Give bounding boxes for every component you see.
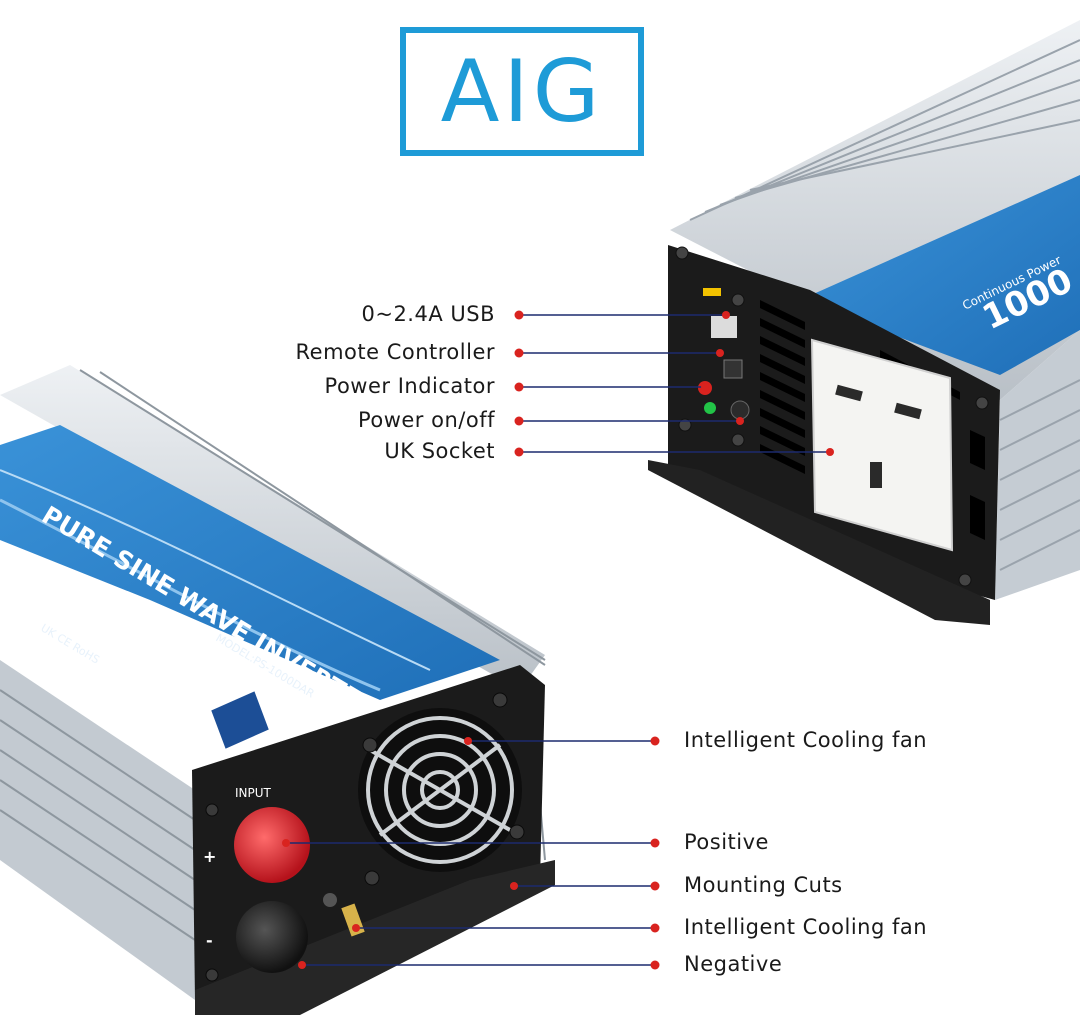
- callout-negative: Negative: [684, 952, 783, 976]
- usb-tag: [703, 288, 721, 296]
- aig-logo: AIG: [400, 27, 644, 156]
- plus-sign: +: [203, 847, 216, 866]
- callout-power: Power on/off: [357, 408, 495, 432]
- front-mounting-foot: [195, 860, 555, 1015]
- negative-terminal: [236, 901, 308, 973]
- socket-pin-right: [894, 402, 922, 420]
- rear-fins: [689, 39, 1080, 571]
- panel-swoosh-2: [0, 469, 431, 671]
- callout-dots: [282, 310, 834, 970]
- callout-positive: Positive: [684, 830, 769, 854]
- callout-usb: 0~2.4A USB: [361, 302, 495, 326]
- front-body-top: [0, 365, 545, 690]
- callout-fan-1: Intelligent Cooling fan: [684, 728, 928, 752]
- positive-terminal: [234, 807, 310, 883]
- callout-socket: UK Socket: [384, 439, 495, 463]
- callout-mounting-cuts: Mounting Cuts: [684, 873, 843, 897]
- panel-shield-badge: [208, 688, 272, 752]
- fan-guard: [366, 716, 514, 864]
- callout-indicator: Power Indicator: [324, 374, 495, 398]
- front-inverter: PURE SINE WAVE INVERTER MODEL:PS-1000DAR…: [0, 365, 555, 1015]
- callout-fan-2: Intelligent Cooling fan: [684, 915, 928, 939]
- logo-text: AIG: [440, 41, 604, 142]
- panel-swoosh: [0, 498, 381, 692]
- front-screws: [205, 692, 525, 982]
- socket-pin-left: [835, 384, 863, 402]
- rear-screws: [675, 246, 989, 587]
- power-switch: [730, 400, 750, 420]
- panel-cert: UK CE RoHS: [38, 621, 101, 666]
- callout-remote: Remote Controller: [295, 340, 495, 364]
- leader-lines: [286, 314, 830, 966]
- remote-jack: [723, 359, 743, 379]
- rear-inverter: Continuous Power 1000: [648, 20, 1080, 625]
- usb-port: [711, 316, 737, 338]
- front-blue-panel: [0, 425, 500, 700]
- green-indicator: [704, 402, 716, 414]
- ground-nut: [323, 893, 337, 907]
- socket-pin-earth: [870, 462, 882, 488]
- minus-sign: -: [206, 931, 213, 950]
- input-label: INPUT: [235, 786, 272, 800]
- front-body-side: [0, 660, 195, 1000]
- rear-mounting-foot: [648, 460, 990, 625]
